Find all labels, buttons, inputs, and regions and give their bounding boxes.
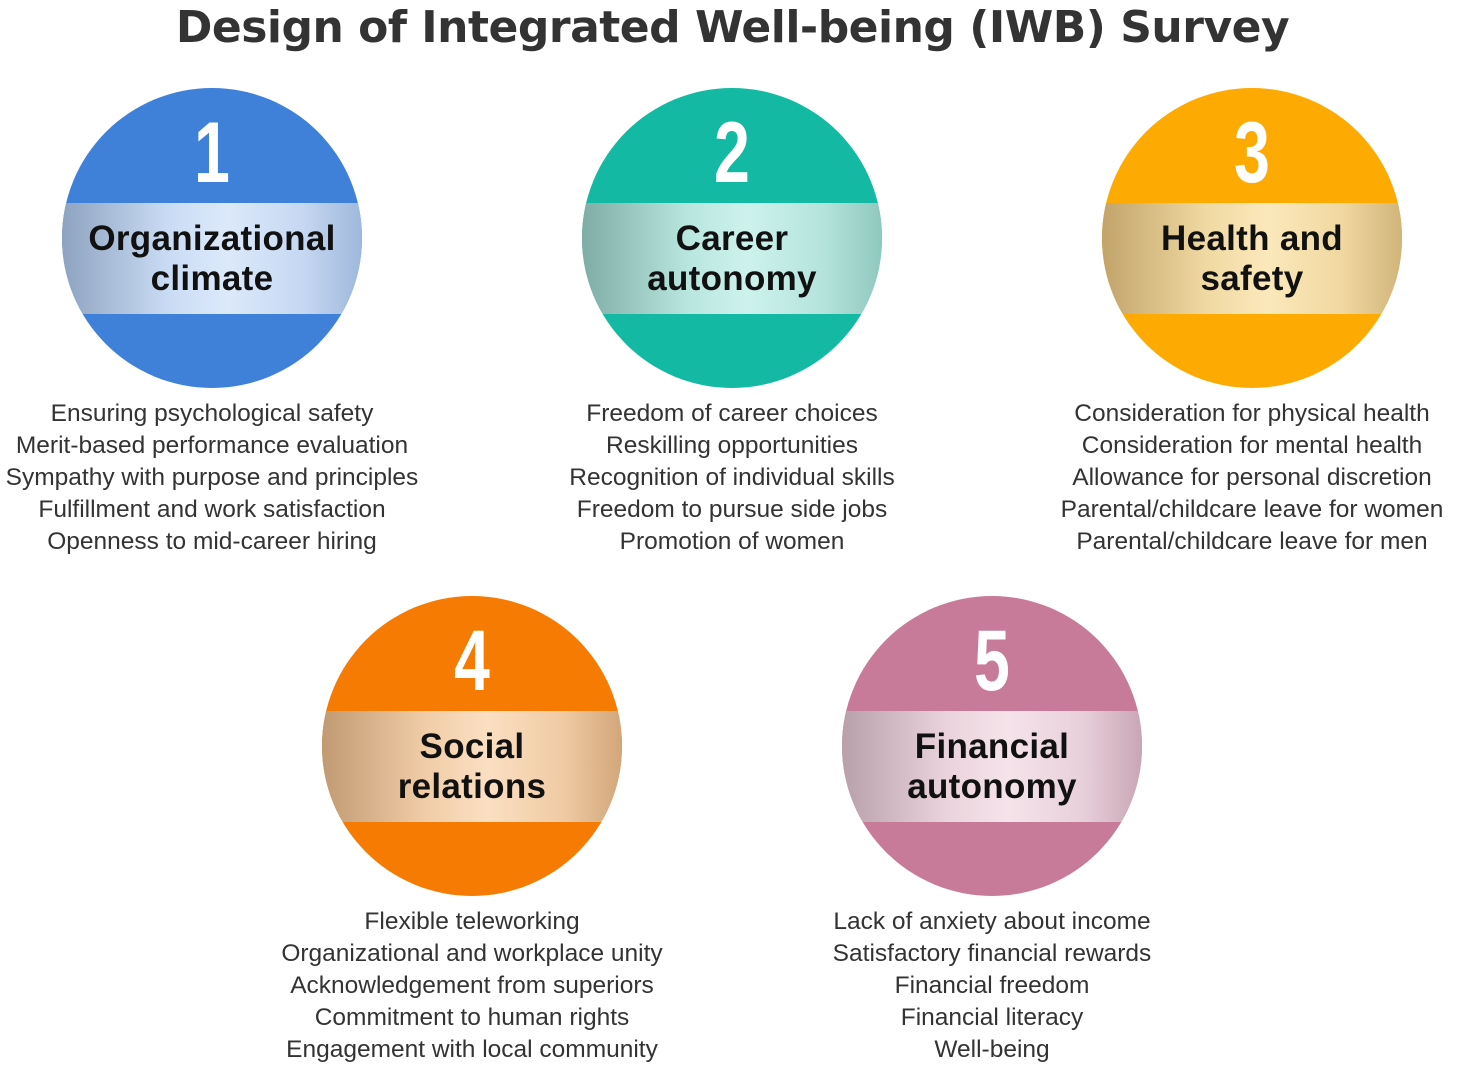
list-item: Openness to mid-career hiring: [47, 528, 377, 555]
list-item: Parental/childcare leave for men: [1076, 528, 1428, 555]
list-item: Acknowledgement from superiors: [290, 972, 654, 999]
list-item: Consideration for mental health: [1081, 432, 1423, 459]
list-item: Ensuring psychological safety: [50, 400, 374, 427]
pillar-items: Ensuring psychological safety Merit-base…: [0, 398, 472, 558]
pillar-name-line2: autonomy: [907, 766, 1077, 806]
pillar-number: 2: [714, 105, 750, 201]
list-item: Recognition of individual skills: [569, 464, 895, 491]
pillar-name-line2: autonomy: [647, 258, 817, 298]
pillar-name-line2: relations: [397, 766, 547, 806]
pillar-name-line1: Career: [675, 218, 789, 258]
list-item: Engagement with local community: [286, 1036, 658, 1063]
list-item: Satisfactory financial rewards: [832, 940, 1152, 967]
pillar-items: Lack of anxiety about income Satisfactor…: [732, 906, 1252, 1066]
pillar-number: 3: [1234, 105, 1270, 201]
list-item: Sympathy with purpose and principles: [5, 464, 419, 491]
list-item: Fulfillment and work satisfaction: [38, 496, 386, 523]
pillar-number: 4: [454, 613, 490, 709]
pillar-items: Consideration for physical health Consid…: [992, 398, 1465, 558]
list-item: Promotion of women: [619, 528, 845, 555]
list-item: Financial freedom: [894, 972, 1090, 999]
pillar-name-line1: Social: [419, 726, 525, 766]
pillar-name-line2: safety: [1200, 258, 1304, 298]
list-item: Allowance for personal discretion: [1072, 464, 1432, 491]
list-item: Freedom to pursue side jobs: [576, 496, 888, 523]
pillar-number: 5: [974, 613, 1010, 709]
pillar-items: Flexible teleworking Organizational and …: [212, 906, 732, 1066]
list-item: Reskilling opportunities: [606, 432, 858, 459]
list-item: Flexible teleworking: [364, 908, 580, 935]
list-item: Financial literacy: [900, 1004, 1084, 1031]
pillar-name-line1: Financial: [914, 726, 1070, 766]
pillar-number: 1: [194, 105, 230, 201]
list-item: Merit-based performance evaluation: [15, 432, 409, 459]
list-item: Organizational and workplace unity: [281, 940, 663, 967]
list-item: Lack of anxiety about income: [833, 908, 1151, 935]
diagram-title: Design of Integrated Well-being (IWB) Su…: [175, 2, 1290, 53]
pillar-name-line1: Health and: [1161, 218, 1343, 258]
list-item: Parental/childcare leave for women: [1060, 496, 1444, 523]
pillar-items: Freedom of career choices Reskilling opp…: [472, 398, 992, 558]
list-item: Commitment to human rights: [314, 1004, 630, 1031]
list-item: Freedom of career choices: [586, 400, 878, 427]
list-item: Consideration for physical health: [1074, 400, 1430, 427]
pillar-name-line2: climate: [150, 258, 274, 298]
list-item: Well-being: [934, 1036, 1050, 1063]
pillar-name-line1: Organizational: [88, 218, 336, 258]
